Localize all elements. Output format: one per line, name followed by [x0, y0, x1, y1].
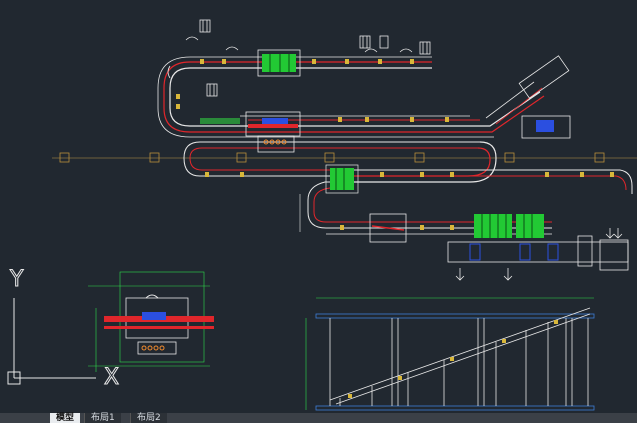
ucs-y-label: Y [9, 267, 24, 292]
incline-elevation-view[interactable] [305, 297, 595, 411]
detail-view[interactable] [88, 271, 214, 372]
diverter-station[interactable] [200, 111, 301, 153]
tab-model[interactable]: 模型 [50, 413, 81, 423]
section-symbols [199, 19, 431, 97]
grid-markers [59, 152, 605, 163]
conveyor-lower[interactable] [299, 181, 552, 235]
ucs-x-label: X [104, 365, 119, 390]
ucs-icon [7, 298, 96, 385]
accumulator-green[interactable] [325, 164, 359, 194]
layout-tab-bar: 模型 布局1 布局2 [0, 413, 637, 423]
tab-layout-1[interactable]: 布局1 [84, 413, 121, 423]
drawing-canvas[interactable]: Y X [0, 0, 637, 413]
roller-markers [176, 59, 614, 230]
conveyor-loop-middle[interactable] [183, 141, 633, 194]
equipment-top[interactable] [257, 49, 301, 77]
packing-line[interactable] [369, 213, 629, 281]
conveyor-loop-top[interactable] [157, 56, 545, 138]
incline-transfer[interactable] [485, 55, 571, 139]
tab-layout-2[interactable]: 布局2 [130, 413, 167, 423]
direction-arrows [167, 36, 413, 79]
